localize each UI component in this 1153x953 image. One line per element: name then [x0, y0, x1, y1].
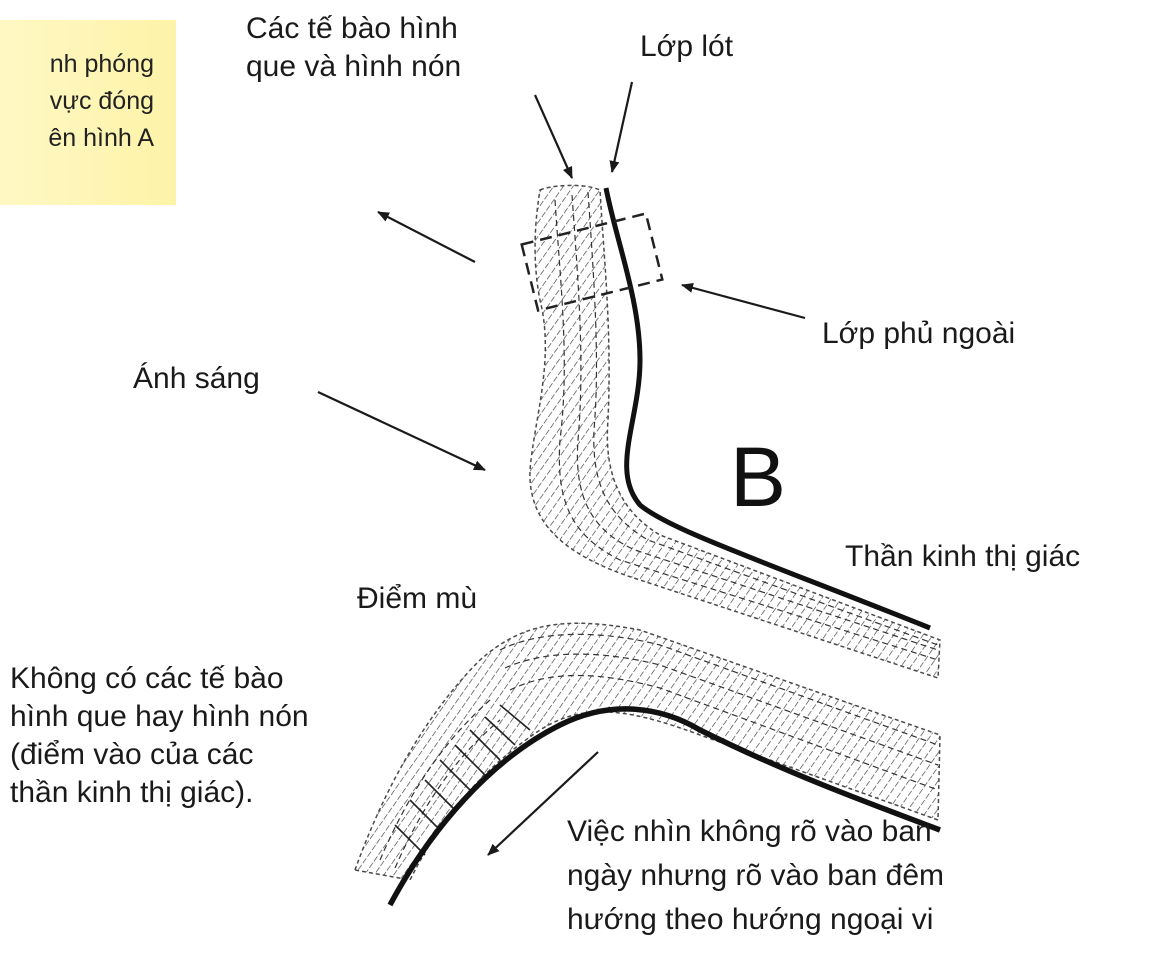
outer-coat-arrow: [682, 285, 805, 318]
no-cells-line-4: thần kinh thị giác).: [10, 776, 253, 809]
panel-letter-b: B: [730, 432, 786, 522]
light-arrow: [318, 392, 485, 470]
outer-coat-label: Lớp phủ ngoài: [822, 315, 1015, 353]
vision-line-2: ngày nhưng rõ vào ban đêm: [567, 859, 944, 892]
vision-line-1: Việc nhìn không rõ vào ban: [567, 815, 932, 848]
no-cells-line-2: hình que hay hình nón: [10, 700, 309, 733]
blind-spot-label: Điểm mù: [357, 580, 477, 618]
light-reflect-arrow: [378, 212, 475, 262]
no-cells-line-3: (điểm vào của các: [10, 738, 253, 771]
rods-cones-label: Các tế bào hình que và hình nón: [246, 10, 461, 86]
lining-label: Lớp lót: [640, 28, 733, 66]
peripheral-vision-label: Việc nhìn không rõ vào ban ngày nhưng rõ…: [567, 810, 944, 942]
no-cells-line-1: Không có các tế bào: [10, 662, 284, 695]
optic-nerve-label: Thần kinh thị giác: [845, 538, 1080, 576]
vision-line-3: hướng theo hướng ngoại vi: [567, 903, 933, 936]
rods-cones-label-line-2: que và hình nón: [246, 50, 461, 83]
rods-cones-arrow: [535, 95, 572, 178]
lining-arrow: [612, 82, 632, 172]
rods-cones-label-line-1: Các tế bào hình: [246, 12, 458, 45]
no-cells-label: Không có các tế bào hình que hay hình nó…: [10, 660, 309, 812]
light-label: Ánh sáng: [133, 360, 260, 398]
